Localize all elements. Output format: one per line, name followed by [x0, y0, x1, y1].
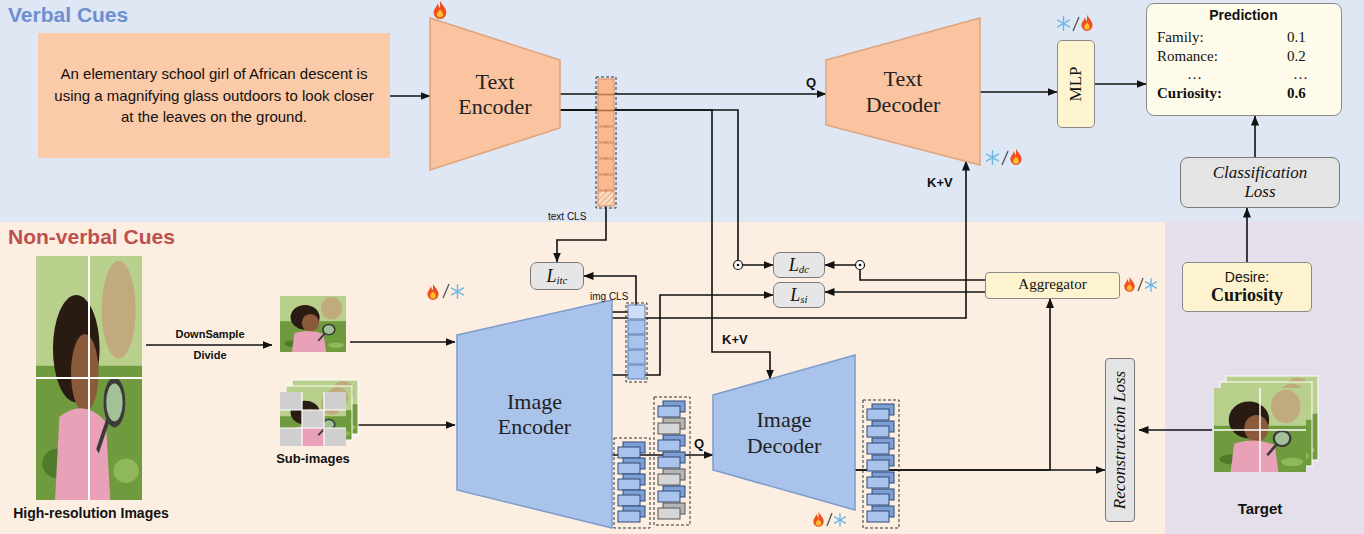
- decoded-token-column: [863, 400, 899, 528]
- loss-box: Reconstruction Loss: [1105, 358, 1135, 522]
- annotation-label: Divide: [150, 349, 270, 362]
- node-text: si: [800, 285, 807, 305]
- node-text: L: [546, 267, 556, 285]
- node-text: L: [789, 256, 799, 274]
- connector: [560, 110, 773, 265]
- node-text: itc: [557, 266, 568, 286]
- connector: [855, 469, 1105, 471]
- node-text: Family:: [1157, 29, 1204, 46]
- prediction-box: PredictionFamily:0.1Romance:0.2……Curiosi…: [1146, 3, 1342, 116]
- node-text: Curiosity:: [1157, 85, 1222, 102]
- text-encoder: Text Encoder: [430, 18, 560, 170]
- connector-label: K+V: [927, 176, 953, 191]
- connector: [1246, 208, 1248, 262]
- smiley-face: [1318, 95, 1336, 113]
- connector: [1095, 83, 1146, 85]
- annotation-label: img CLS: [590, 291, 628, 303]
- high-resolution-photo: [36, 256, 142, 500]
- node-text: Prediction: [1147, 7, 1340, 23]
- connector-label: K+V: [722, 333, 748, 348]
- annotation-label: High-resolution Images: [6, 505, 176, 521]
- caption-box: An elementary school girl of African des…: [38, 33, 390, 158]
- node-text: Classification Loss: [1205, 164, 1315, 201]
- node-text: Romance:: [1157, 48, 1218, 65]
- masked-token-column: [654, 397, 690, 525]
- trapezoid-outline: [457, 300, 612, 528]
- loss-box: Classification Loss: [1180, 157, 1340, 208]
- trapezoid-outline: [826, 18, 980, 165]
- trapezoid-outline: [430, 18, 560, 170]
- loss-term: Ldc: [773, 252, 825, 278]
- product-dots: [734, 261, 865, 270]
- verbal-band: Verbal Cues An elementary school girl of …: [0, 0, 1364, 222]
- connector: [825, 265, 985, 280]
- annotation-label: DownSample: [150, 328, 270, 341]
- node-text: Desire:: [1225, 269, 1269, 285]
- downsampled-photo: [280, 296, 346, 352]
- connector: [825, 291, 985, 293]
- node-text: L: [790, 286, 800, 304]
- connector: [390, 95, 430, 97]
- text-token-column: [596, 77, 616, 208]
- loss-term: Lsi: [773, 282, 825, 308]
- node-text: Text Decoder: [858, 66, 948, 117]
- trapezoid-outline: [713, 355, 855, 510]
- node-text: Non-verbal Cues: [8, 225, 175, 249]
- annotation-label: text CLS: [548, 211, 586, 223]
- connector: [560, 110, 770, 379]
- node-text: Verbal Cues: [8, 3, 128, 27]
- node-text: An elementary school girl of African des…: [46, 63, 382, 128]
- mlp-box: MLP: [1057, 40, 1095, 128]
- node-text: Image Decoder: [739, 407, 829, 458]
- target-box: Desire:Curiosity: [1182, 262, 1312, 312]
- patch-token-column: [614, 438, 650, 528]
- node-text: 0.2: [1287, 48, 1306, 65]
- node-text: Text Encoder: [450, 69, 540, 120]
- node-text: Image Encoder: [490, 389, 580, 440]
- sub-images: [280, 380, 358, 446]
- connector: [980, 91, 1057, 93]
- nonverbal-band: Non-verbal CuesLitcLdcLsiImage EncoderIm…: [0, 222, 1165, 534]
- image-token-column: [626, 303, 647, 382]
- annotation-label: Target: [1214, 500, 1306, 517]
- node-text: …: [1293, 66, 1308, 83]
- node-text: Aggregator: [1018, 276, 1086, 293]
- connector: [612, 161, 966, 318]
- annotation-label: Sub-images: [268, 452, 358, 467]
- image-decoder: Image Decoder: [713, 355, 855, 510]
- aggregator-box: Aggregator: [985, 272, 1120, 299]
- node-text: MLP: [1066, 67, 1086, 102]
- trainable-icons: [427, 1, 1156, 527]
- loss-term: Litc: [530, 262, 584, 290]
- connector: [855, 299, 1050, 471]
- node-text: dc: [799, 255, 809, 275]
- node-text: 0.1: [1287, 29, 1306, 46]
- node-text: Reconstruction Loss: [1110, 371, 1130, 509]
- connector: [612, 295, 773, 375]
- text-decoder: Text Decoder: [826, 18, 980, 165]
- node-text: Curiosity: [1211, 285, 1283, 306]
- image-encoder: Image Encoder: [457, 300, 612, 528]
- connector: [1254, 116, 1256, 157]
- connector-label: Q: [694, 437, 704, 452]
- target-images: [1214, 376, 1318, 472]
- node-text: …: [1187, 66, 1202, 83]
- node-text: 0.6: [1287, 85, 1306, 102]
- connector-label: Q: [806, 76, 816, 91]
